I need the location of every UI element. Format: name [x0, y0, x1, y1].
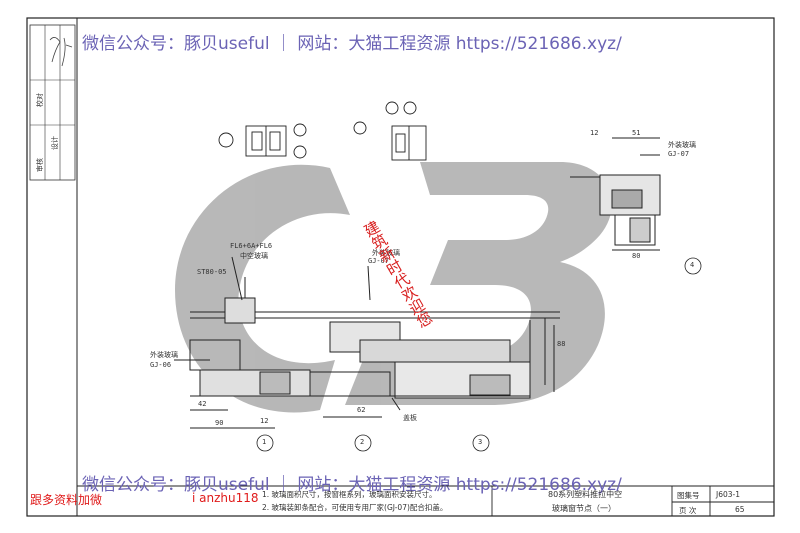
callout-circle-4 [684, 257, 702, 275]
red-contact-left: 跟多资料加微 [30, 493, 103, 507]
callout-label-3: 3 [478, 438, 483, 446]
side-table-col1: 校对 [36, 93, 44, 107]
side-signature-table [29, 24, 76, 181]
label-profile-left: ST80-05 [197, 268, 227, 276]
dim-62: 62 [357, 406, 366, 414]
dim-80: 80 [632, 252, 641, 260]
title-line-2: 玻璃窗节点（一） [552, 504, 616, 513]
callout-circle-1 [256, 434, 274, 452]
label-glass-spec: FL6+6A+FL6 [230, 242, 273, 250]
label-gasket-left: GJ-06 [150, 361, 172, 369]
page-number-value: 65 [735, 505, 745, 514]
signature-scribble [49, 37, 73, 67]
right-detail-drawing [570, 137, 661, 251]
callout-label-4: 4 [690, 261, 695, 269]
detail-sketch-left [218, 123, 307, 159]
dim-12b: 12 [590, 129, 599, 137]
label-glass-spec-sub: 中空玻璃 [240, 252, 268, 260]
label-atlas-number: 图集号 [677, 491, 700, 500]
side-table-col3: 审核 [36, 158, 44, 172]
label-gasket-center: GJ-07 [368, 257, 390, 265]
callout-circle-2 [354, 434, 372, 452]
callout-label-2: 2 [360, 438, 365, 446]
watermark-bottom: 微信公众号：豚贝useful ｜ 网站：大猫工程资源 https://52168… [82, 475, 622, 495]
label-page-number: 页 次 [679, 506, 697, 515]
label-bottom: 盖板 [403, 414, 417, 422]
title-line-1: 80系列塑料推拉中空 [548, 490, 623, 499]
callout-label-1: 1 [262, 438, 267, 446]
atlas-number-value: J603-1 [716, 490, 741, 499]
dim-42: 42 [198, 400, 207, 408]
main-section-drawing [174, 256, 560, 429]
label-gasket-left-top: 外装玻璃 [150, 351, 178, 359]
side-table-col2: 设计 [51, 136, 59, 150]
dim-90: 90 [215, 419, 224, 427]
label-gasket-center-top: 外装玻璃 [372, 249, 400, 257]
note-line-2: 2. 玻璃装卸条配合，可使用专用厂家(GJ-07)配合扣盖。 [262, 503, 448, 512]
watermark-top: 微信公众号：豚贝useful ｜ 网站：大猫工程资源 https://52168… [82, 34, 622, 54]
dim-51: 51 [632, 129, 641, 137]
label-gasket-right-top: 外装玻璃 [668, 141, 696, 149]
note-line-1: 1. 玻璃面积尺寸，按窗框系列，玻璃面积安装尺寸。 [262, 490, 437, 499]
dim-12a: 12 [260, 417, 269, 425]
red-contact-right: i anzhu118 [192, 491, 259, 505]
title-block-frame [77, 485, 774, 516]
sheet-border [26, 17, 775, 517]
callout-circle-3 [472, 434, 490, 452]
label-gasket-right: GJ-07 [668, 150, 690, 158]
dim-88: 88 [557, 340, 566, 348]
detail-sketch-right [353, 101, 427, 161]
